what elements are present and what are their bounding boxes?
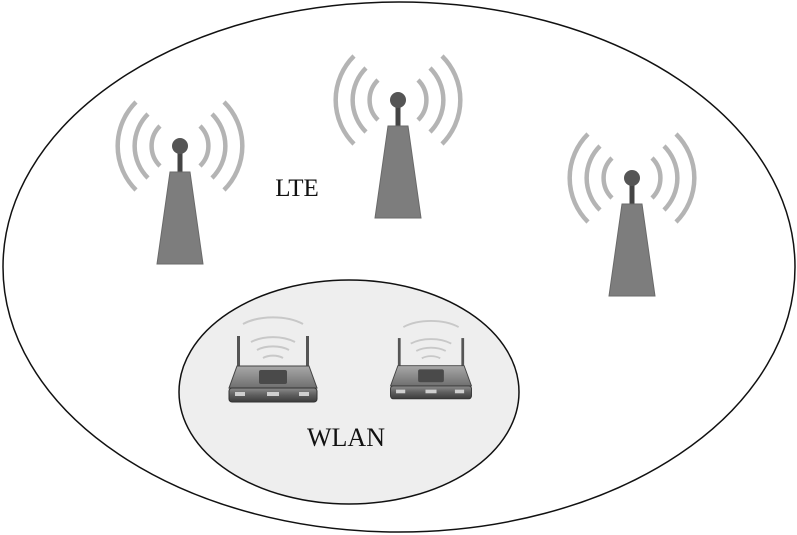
wlan-label: WLAN xyxy=(307,423,385,452)
lte-label: LTE xyxy=(275,175,319,202)
